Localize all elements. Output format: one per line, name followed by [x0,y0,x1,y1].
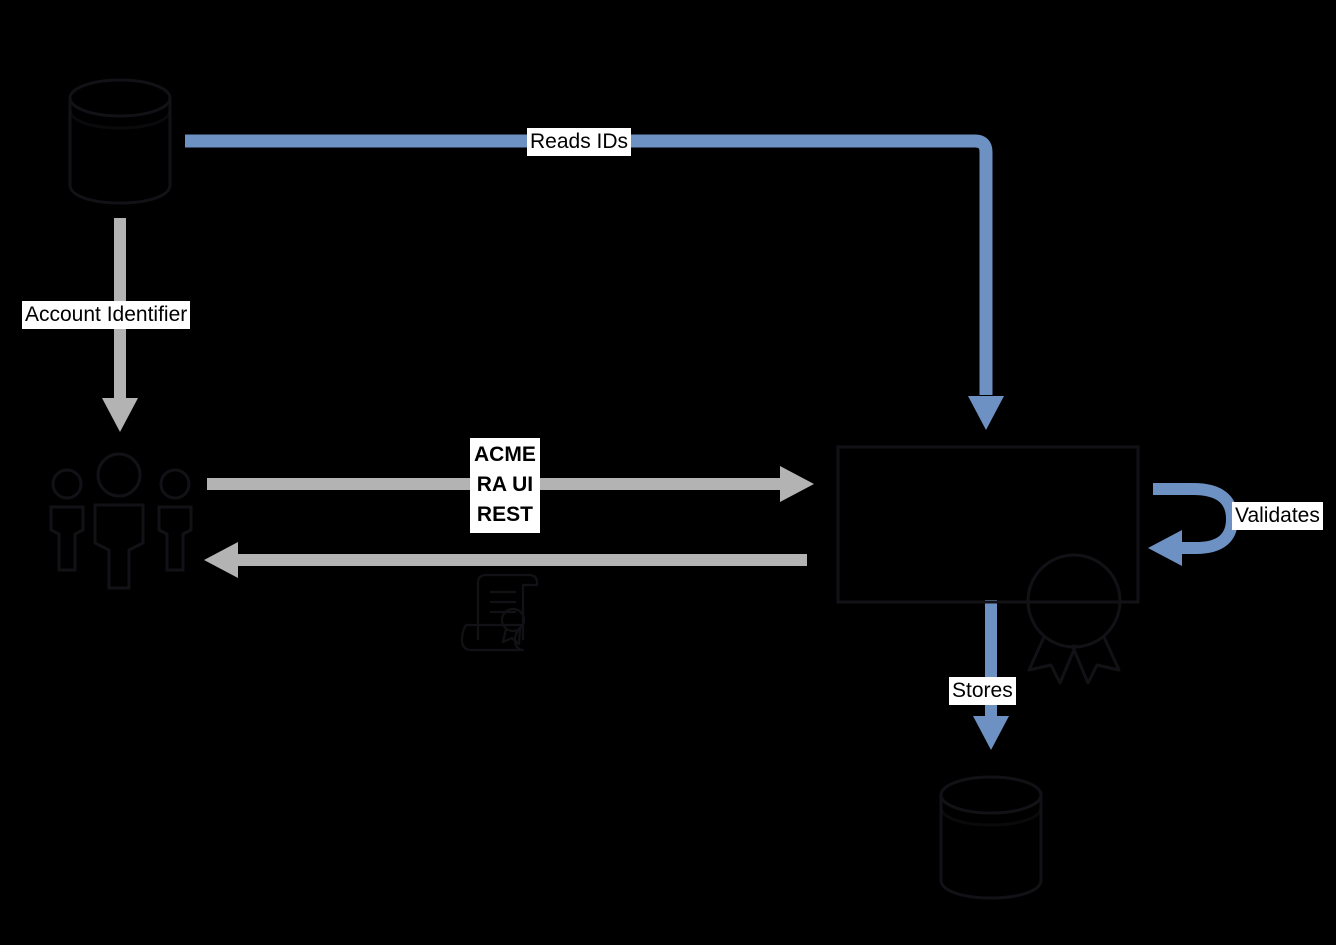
source-database-cylinder [68,78,172,205]
ra-server-box [836,445,1140,604]
edge-label-acme-ra-ui-rest: ACME RA UI REST [470,438,540,533]
edge-stores [973,600,1009,750]
target-database-cylinder [939,775,1043,900]
edge-label-acme-line-2: RA UI [476,473,534,496]
edge-validates-self-loop [1148,483,1239,566]
users-group-icon [49,452,193,590]
edge-label-stores: Stores [949,677,1016,705]
certificate-badge-icon [1026,553,1122,685]
edge-label-acme-line-1: ACME [474,443,536,466]
edge-label-reads-ids: Reads IDs [527,128,632,156]
certificate-scroll-icon [460,573,539,652]
edge-label-validates: Validates [1232,502,1323,530]
edge-label-account-identifier: Account Identifier [22,301,191,329]
edge-reads-ids [185,134,1004,430]
edge-response [204,542,807,578]
edge-label-acme-line-3: REST [476,503,533,526]
